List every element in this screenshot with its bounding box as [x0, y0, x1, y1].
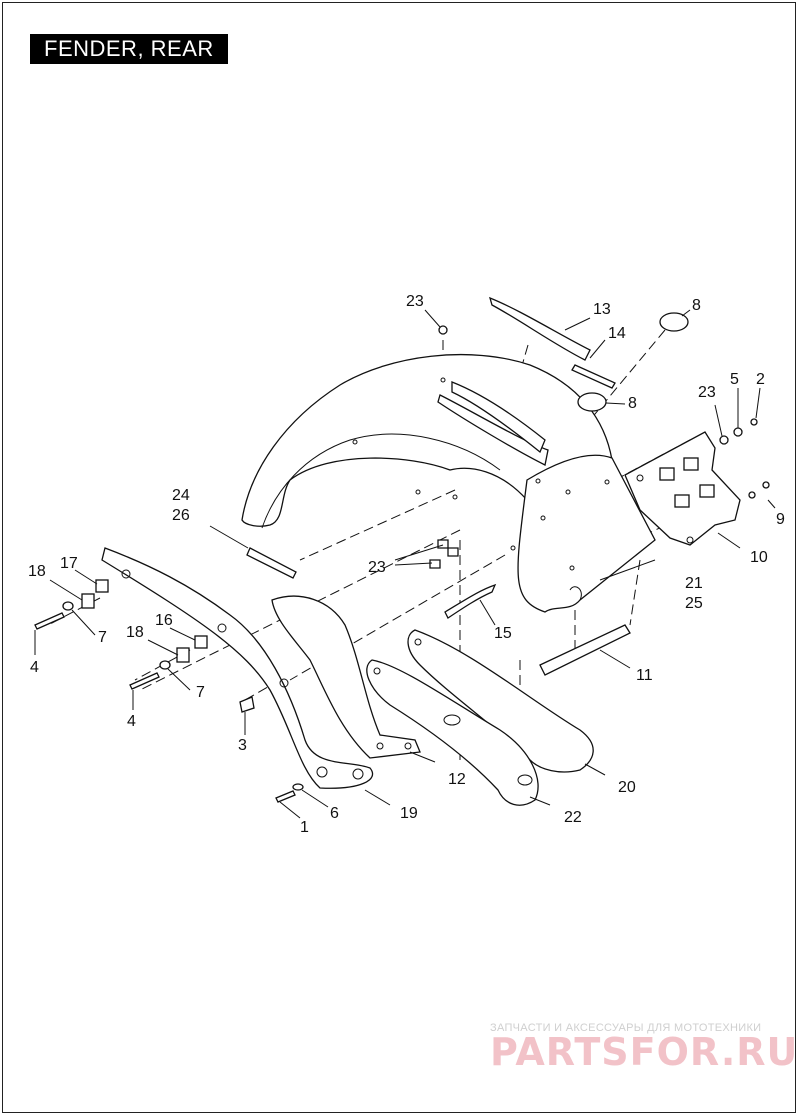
callout-5: 5 [730, 371, 739, 388]
page-title: FENDER, REAR [30, 34, 228, 64]
callout-9: 9 [776, 511, 785, 528]
callout-13: 13 [593, 301, 611, 318]
callout-21: 21 [685, 575, 703, 592]
callout-18: 18 [28, 563, 46, 580]
callout-23-right: 23 [698, 384, 716, 401]
fender-strut [271, 595, 421, 759]
callout-2: 2 [756, 371, 765, 388]
callout-7-lower: 7 [196, 684, 205, 701]
callout-3: 3 [238, 737, 247, 754]
mounting-hardware [34, 579, 304, 803]
callout-4: 4 [30, 659, 39, 676]
callout-15: 15 [494, 625, 512, 642]
fender-trim-strips [489, 296, 616, 389]
callout-17: 17 [60, 555, 78, 572]
callout-24: 24 [172, 487, 190, 504]
callout-7: 7 [98, 629, 107, 646]
callout-18-lower: 18 [126, 624, 144, 641]
callout-8-lower: 8 [628, 395, 637, 412]
callout-19: 19 [400, 805, 418, 822]
fender-support [101, 547, 373, 789]
clip-bracket [444, 583, 497, 619]
callout-23-mid: 23 [368, 559, 386, 576]
callout-16: 16 [155, 612, 173, 629]
callout-23-top: 23 [406, 293, 424, 310]
callout-8: 8 [692, 297, 701, 314]
fender-strip [246, 547, 297, 579]
rear-fender [241, 353, 656, 613]
callout-22: 22 [564, 809, 582, 826]
callout-26: 26 [172, 507, 190, 524]
watermark-brand: PARTSFOR.RU [490, 1030, 799, 1074]
callout-labels: 13 14 8 8 23 23 5 2 9 10 21 25 11 15 12 … [28, 293, 785, 836]
license-bracket [624, 431, 741, 546]
callout-20: 20 [618, 779, 636, 796]
callout-1: 1 [300, 819, 309, 836]
fender-plate-front [407, 629, 594, 773]
fender-plate-rear [366, 659, 539, 806]
callout-6: 6 [330, 805, 339, 822]
spacer-bar [539, 624, 631, 676]
leader-lines [34, 309, 776, 819]
callout-14: 14 [608, 325, 626, 342]
callout-25: 25 [685, 595, 703, 612]
callout-4-lower: 4 [127, 713, 136, 730]
callout-12: 12 [448, 771, 466, 788]
medallions [577, 312, 689, 412]
callout-10: 10 [750, 549, 768, 566]
callout-11: 11 [636, 667, 653, 684]
watermark-tagline: ЗАПЧАСТИ И АКСЕССУАРЫ ДЛЯ МОТОТЕХНИКИ [490, 1022, 762, 1034]
